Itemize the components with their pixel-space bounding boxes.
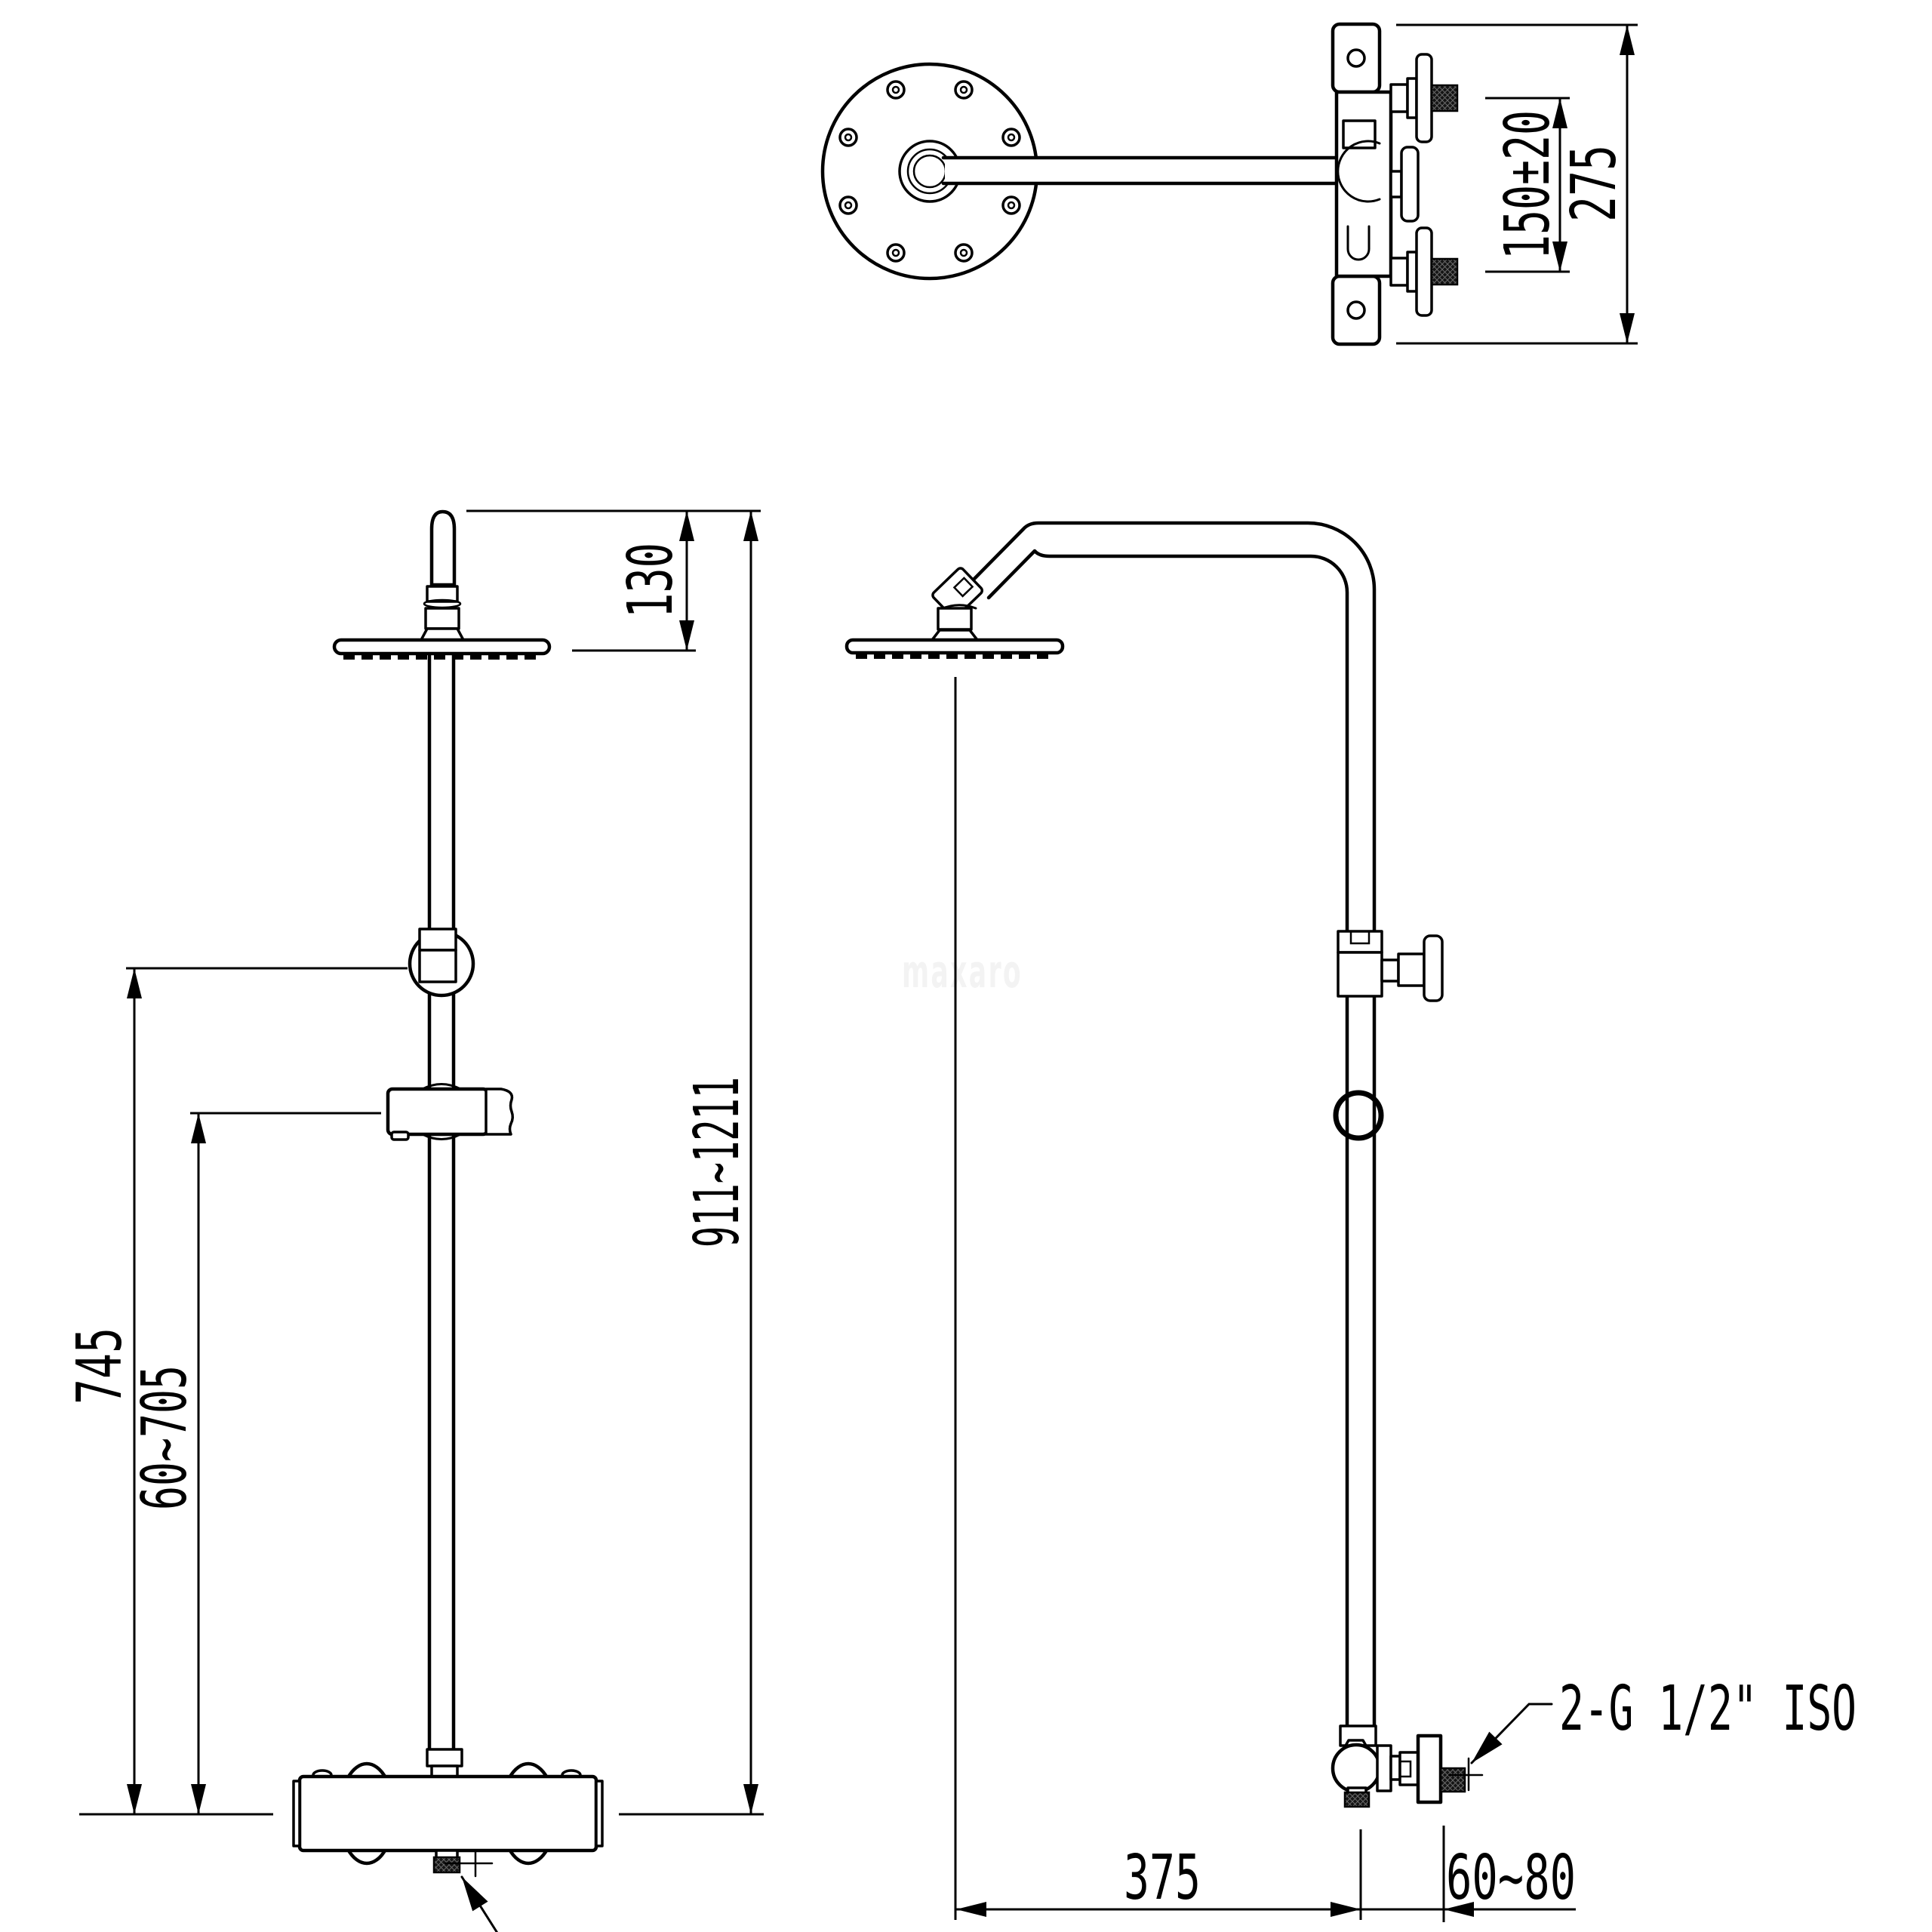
- valve-front-view: [1331, 1724, 1484, 1808]
- diverter-front: [1337, 930, 1444, 1002]
- dim-bracket-height: 745: [64, 967, 408, 1814]
- diverter-body-side: [418, 949, 457, 983]
- dim-wall-depth-label: 60~80: [1446, 1842, 1576, 1914]
- arm-clamp-arc: [1337, 140, 1381, 203]
- dim-valve-width-label: 275: [1558, 145, 1630, 222]
- head-connector: [424, 607, 460, 630]
- head-screw-holes: [838, 80, 1021, 263]
- valve-side-view: [292, 1748, 604, 1878]
- riser-union-nut: [426, 1748, 463, 1767]
- wall-connections-label: 2-G 1/2" ISO: [1559, 1673, 1857, 1745]
- holder-grip: [485, 1088, 515, 1136]
- valve-body-side: [297, 1774, 598, 1853]
- dim-holder-range-label: 60~705: [129, 1365, 201, 1510]
- dim-bracket-height-label: 745: [64, 1327, 136, 1404]
- gooseneck-outer: [968, 521, 1377, 1729]
- dim-holder-range: 60~705: [129, 1112, 381, 1814]
- screw-hole: [1346, 48, 1366, 68]
- swivel-nut: [426, 585, 459, 603]
- handset-holder-side: [386, 1083, 515, 1141]
- callout-wall-connections: 2-G 1/2" ISO: [1470, 1673, 1857, 1764]
- diverter-collar-side: [418, 928, 457, 952]
- valve-knob-middle: [1389, 146, 1420, 223]
- dim-head-drop: 130: [466, 509, 761, 652]
- bottom-outlet-thread: [432, 1856, 461, 1874]
- dim-inlet-spacing-label: 150±20: [1492, 110, 1564, 260]
- valve-top-view: [1331, 22, 1459, 346]
- dim-valve-width: 275: [1396, 23, 1638, 345]
- front-view: 2-G 1/2" ISO 375 60~80: [844, 521, 1857, 1922]
- dim-head-reach: 375 60~80: [954, 677, 1576, 1922]
- wall-inlet-thread: [1439, 1767, 1466, 1793]
- valve-knob-top: [1389, 53, 1459, 143]
- dim-riser-height-label: 911~1211: [681, 1077, 753, 1247]
- valve-knob-end: [1331, 1743, 1382, 1794]
- watermark-text: maxaro: [902, 946, 1023, 998]
- check-valve-thread: [1343, 1791, 1371, 1808]
- screw-hole: [1346, 300, 1366, 320]
- side-view: G 1/2" ISO 130 911~1211 745: [64, 509, 764, 1932]
- slider-ring-front: [1333, 1090, 1384, 1141]
- arm-top-side: [429, 509, 457, 587]
- gooseneck-inner: [986, 549, 1349, 1729]
- valve-knob-bottom: [1389, 226, 1459, 317]
- head-connector-front: [937, 607, 973, 631]
- diverter-knob-front: [1423, 934, 1444, 1002]
- top-view: 150±20 275: [820, 22, 1638, 346]
- dim-head-drop-label: 130: [615, 543, 687, 618]
- dim-head-reach-label: 375: [1124, 1842, 1201, 1914]
- dim-inlet-spacing: 150±20: [1485, 97, 1570, 273]
- wall-flange: [1416, 1734, 1443, 1804]
- clamp-block: [1342, 119, 1377, 149]
- dim-riser-height: 911~1211: [681, 511, 758, 1814]
- head-plate-side: [332, 638, 552, 656]
- hook-detail: [1346, 225, 1371, 261]
- callout-bottom-connection: G 1/2" ISO: [460, 1875, 499, 1932]
- head-plate-front: [844, 638, 1065, 655]
- arm-top: [945, 159, 1337, 182]
